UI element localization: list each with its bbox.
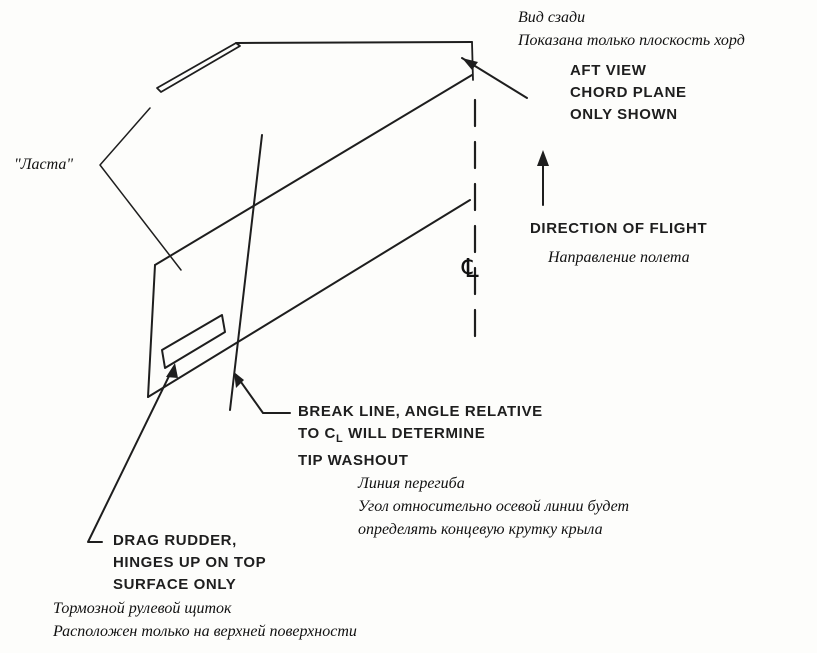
break-line-en-line1: BREAK LINE, ANGLE RELATIVE [298, 403, 543, 420]
wing-tip-edge [147, 264, 156, 398]
aft-view-en-label: AFT VIEW CHORD PLANE ONLY SHOWN [570, 60, 687, 126]
laste-leader-line [99, 107, 182, 271]
break-line-ru-label: Линия перегиба Угол относительно осевой … [358, 472, 629, 541]
aft-view-ru-line: Вид сзади [518, 9, 586, 26]
drag-rudder-ru-line: Тормозной рулевой щиток [53, 600, 232, 617]
wing-trailing-edge [147, 199, 471, 398]
drag-rudder-en-label: DRAG RUDDER, HINGES UP ON TOP SURFACE ON… [113, 530, 266, 596]
drag-rudder-arrowhead [166, 363, 178, 378]
break-line-en-line2-pre: TO C [298, 425, 336, 442]
aft-view-en-line: ONLY SHOWN [570, 106, 678, 123]
break-line-arrowhead [234, 372, 244, 388]
aft-view-ru-label: Вид сзади Показана только плоскость хорд [518, 6, 745, 52]
break-line-ru-line: определять концевую крутку крыла [358, 521, 603, 538]
break-line-en-label: BREAK LINE, ANGLE RELATIVE TO CL WILL DE… [298, 401, 543, 472]
wing-leading-edge [154, 74, 473, 266]
aft-view-ru-line: Показана только плоскость хорд [518, 32, 745, 49]
break-line-ru-line: Линия перегиба [358, 475, 465, 492]
break-line-en-line2-post: WILL DETERMINE [343, 425, 486, 442]
drag-rudder-ru-line: Расположен только на верхней поверхности [53, 623, 357, 640]
aft-view-arrowhead [462, 58, 478, 70]
drag-rudder-ru-label: Тормозной рулевой щиток Расположен тольк… [53, 597, 357, 643]
aft-view-en-line: AFT VIEW [570, 62, 647, 79]
drag-rudder-en-line: DRAG RUDDER, [113, 532, 237, 549]
drag-rudder-outline [161, 314, 226, 369]
drag-rudder-leader [87, 369, 173, 543]
break-line-en-line2: TO CL WILL DETERMINE [298, 423, 543, 446]
centerline-symbol: ℄ [462, 254, 479, 284]
drag-rudder-en-line: HINGES UP ON TOP [113, 554, 267, 571]
direction-en-label: DIRECTION OF FLIGHT [530, 220, 708, 237]
drag-rudder-en-line: SURFACE ONLY [113, 576, 237, 593]
break-line [229, 134, 263, 411]
break-line-ru-line: Угол относительно осевой линии будет [358, 498, 630, 515]
break-line-en-line2-sub: L [335, 433, 344, 445]
direction-arrowhead [537, 150, 549, 166]
aft-view-chord-strip [156, 42, 241, 93]
direction-ru-label: Направление полета [548, 249, 690, 266]
break-line-en-line3: TIP WASHOUT [298, 452, 409, 469]
aft-view-top-line [235, 41, 473, 44]
laste-label: "Ласта" [14, 156, 74, 173]
aft-view-en-line: CHORD PLANE [570, 84, 687, 101]
break-line-leader [235, 374, 291, 414]
